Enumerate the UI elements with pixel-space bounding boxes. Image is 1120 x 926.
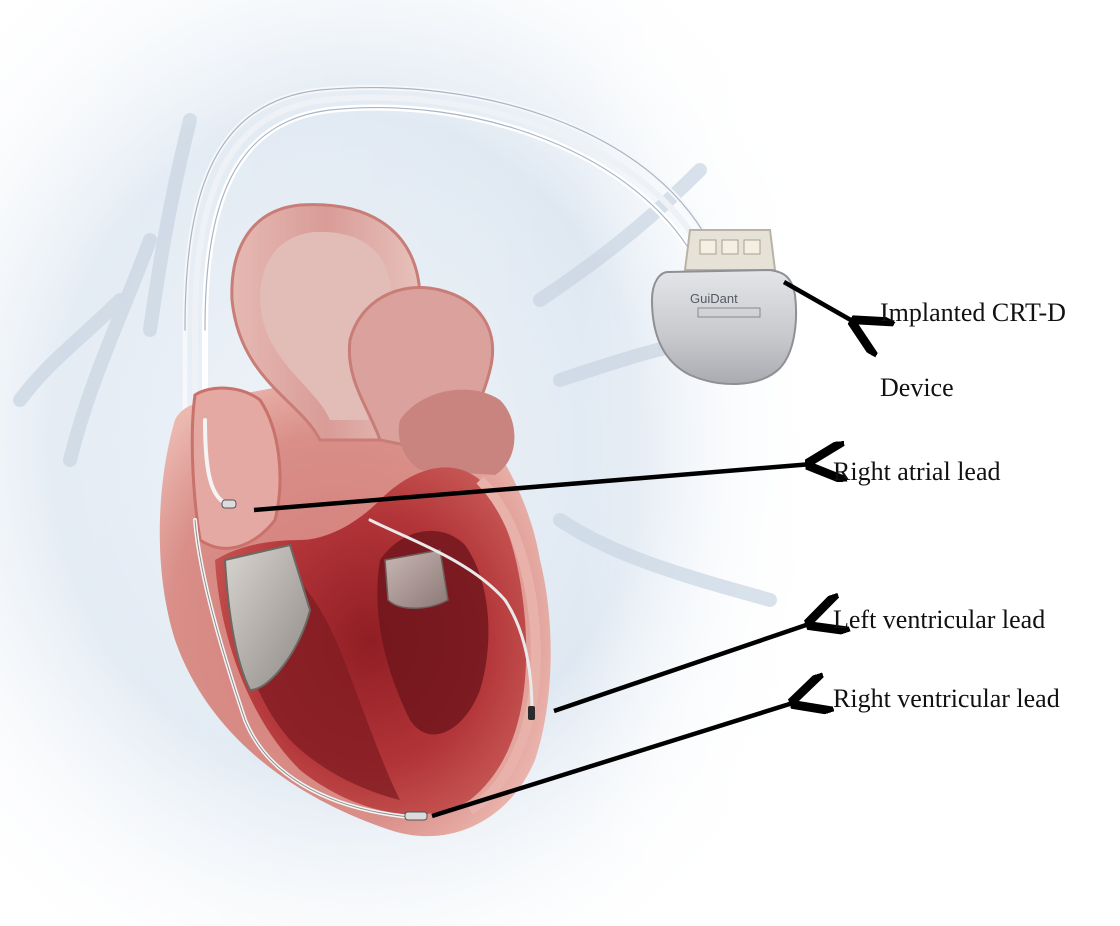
label-implanted-crt-d: Implanted CRT-D xyxy=(880,300,1066,326)
device-brand-text: GuiDant xyxy=(690,291,738,306)
label-right-ventricular-lead: Right ventricular lead xyxy=(833,686,1060,712)
rv-lead-tip xyxy=(405,812,427,820)
ra-lead-tip xyxy=(222,500,236,508)
label-left-ventricular-lead: Left ventricular lead xyxy=(833,607,1045,633)
mitral-valve xyxy=(385,550,448,608)
lv-lead-tip xyxy=(528,706,535,720)
label-device: Device xyxy=(880,375,954,401)
label-right-atrial-lead: Right atrial lead xyxy=(833,459,1001,485)
right-atrium xyxy=(192,388,280,548)
